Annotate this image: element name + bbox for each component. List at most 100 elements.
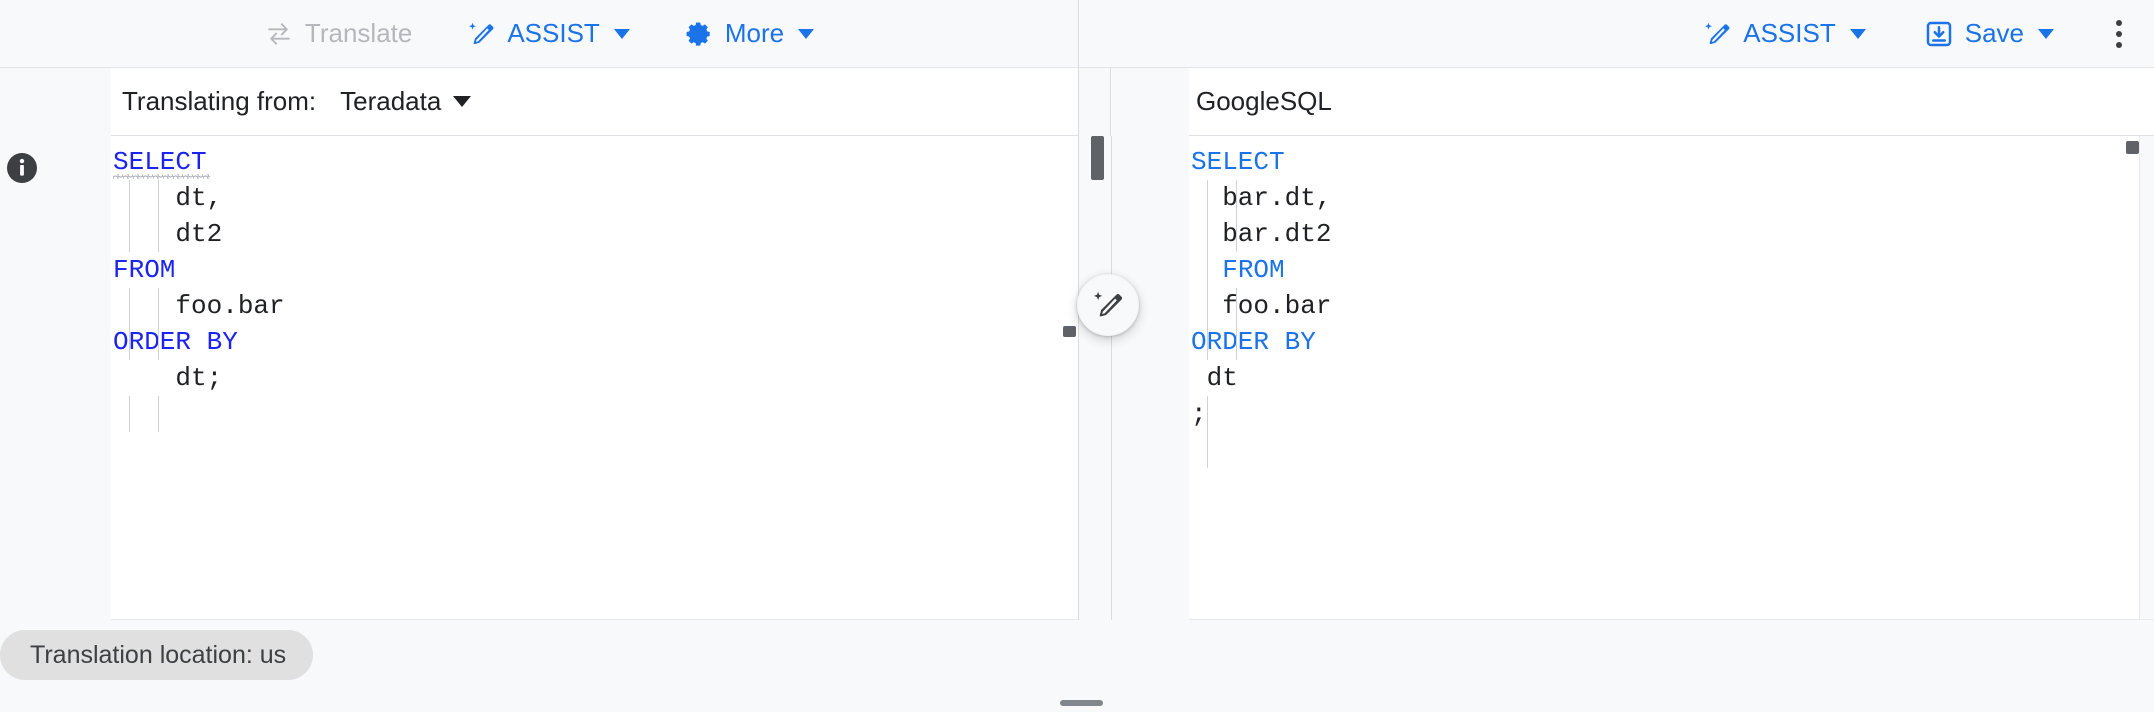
code-line: ; xyxy=(1191,396,1331,432)
assist-button-right[interactable]: ASSIST xyxy=(1692,11,1875,56)
subheader-left-gutter xyxy=(0,68,111,136)
indent-guide xyxy=(129,396,130,432)
indent-guide xyxy=(1236,288,1237,360)
assist-button-left[interactable]: ASSIST xyxy=(456,11,639,56)
code-line: bar.dt, xyxy=(1191,180,1331,216)
code-text: bar.dt, xyxy=(1191,183,1332,213)
indent-guide xyxy=(158,180,159,252)
indent-guide xyxy=(158,396,159,432)
chevron-down-icon xyxy=(2038,28,2054,39)
target-dialect-value: GoogleSQL xyxy=(1196,86,1332,116)
indent-guide xyxy=(1207,252,1208,288)
code-text: bar.dt2 xyxy=(1191,219,1332,249)
magic-wand-icon xyxy=(1093,291,1123,317)
indent-guide xyxy=(158,288,159,360)
code-line: foo.bar xyxy=(1191,288,1331,324)
indent-guide xyxy=(1207,180,1208,252)
code-line: ORDER BY xyxy=(1191,324,1331,360)
more-button[interactable]: More xyxy=(674,11,824,56)
sql-keyword: ORDER BY xyxy=(113,327,238,357)
chevron-down-icon xyxy=(453,96,472,107)
code-line: dt2 xyxy=(113,216,285,252)
save-button-label: Save xyxy=(1964,18,2024,48)
source-scrollbar-thumb[interactable] xyxy=(1063,326,1076,337)
code-line: bar.dt2 xyxy=(1191,216,1331,252)
bottom-status-bar: Translation location: us xyxy=(0,620,2154,712)
indent-guide xyxy=(1207,288,1208,360)
source-pane-bottom-rule xyxy=(111,619,1078,620)
code-text: dt2 xyxy=(113,219,223,249)
more-vert-icon[interactable] xyxy=(2102,14,2136,54)
code-text: foo.bar xyxy=(1191,291,1332,321)
gear-icon xyxy=(684,19,714,49)
toolbar-left-group: Translate ASSIST xyxy=(0,0,1078,67)
sql-keyword: FROM xyxy=(1222,255,1285,285)
target-pane-bottom-rule xyxy=(1189,619,2154,620)
code-line: SELECT xyxy=(1191,144,1331,180)
magic-wand-icon xyxy=(1702,19,1732,49)
source-dialect-value: Teradata xyxy=(340,86,442,116)
sql-keyword: FROM xyxy=(113,255,176,285)
source-dialect-dropdown[interactable]: Teradata xyxy=(334,82,477,121)
translate-button[interactable]: Translate xyxy=(254,11,422,56)
chevron-down-icon xyxy=(1849,28,1866,39)
assist-button-left-label: ASSIST xyxy=(507,18,600,48)
translate-button-label: Translate xyxy=(304,18,413,48)
code-line: dt xyxy=(1191,360,1331,396)
indent-guide xyxy=(129,180,130,252)
sql-keyword: SELECT xyxy=(113,147,207,177)
editor-splitter[interactable] xyxy=(1078,136,1112,620)
code-line xyxy=(1191,432,1331,468)
translation-location-label: Translation location: us xyxy=(30,640,287,669)
source-dialect-bar: Translating from: Teradata xyxy=(111,68,1078,136)
splitter-drag-handle[interactable] xyxy=(1091,136,1104,180)
code-text: ; xyxy=(1191,399,1207,429)
chevron-down-icon xyxy=(613,28,630,39)
code-line: dt; xyxy=(113,360,285,396)
translation-location-chip[interactable]: Translation location: us xyxy=(0,630,314,680)
target-scrollbar-thumb[interactable] xyxy=(2126,141,2139,154)
indent-guide xyxy=(1236,180,1237,252)
code-text: dt xyxy=(1191,363,1238,393)
toolbar-right-actions: ASSIST Save xyxy=(1692,0,2136,67)
inline-assist-fab[interactable] xyxy=(1077,274,1139,336)
panel-resize-handle[interactable] xyxy=(1060,700,1103,706)
code-text: dt; xyxy=(113,363,223,393)
more-button-label: More xyxy=(724,18,785,48)
source-vertical-scrollbar[interactable] xyxy=(1063,136,1076,620)
code-line: SELECT xyxy=(113,144,285,180)
error-squiggle xyxy=(113,174,210,179)
code-text: foo.bar xyxy=(113,291,285,321)
indent-guide xyxy=(129,288,130,360)
code-line: FROM xyxy=(113,252,285,288)
info-circle-icon[interactable] xyxy=(4,150,40,186)
code-line: dt, xyxy=(113,180,285,216)
chevron-down-icon xyxy=(798,28,815,39)
code-text: dt, xyxy=(113,183,223,213)
top-toolbar: Translate ASSIST xyxy=(0,0,2154,68)
code-line: FROM xyxy=(1191,252,1331,288)
save-button[interactable]: Save xyxy=(1914,11,2064,56)
toolbar-right-group: Run ASSIST xyxy=(1079,0,2154,67)
indent-guide xyxy=(1207,396,1208,468)
translating-from-label: Translating from: xyxy=(122,86,317,116)
dialect-header: Translating from: Teradata GoogleSQL xyxy=(0,68,2154,185)
sql-keyword: ORDER BY xyxy=(1191,327,1316,357)
assist-button-right-label: ASSIST xyxy=(1743,18,1836,48)
sql-keyword: SELECT xyxy=(1191,147,1285,177)
editor-right-edge xyxy=(2139,136,2140,620)
subheader-splitter-gap xyxy=(1078,68,1111,136)
code-line xyxy=(113,396,285,432)
toolbar-divider xyxy=(1078,0,1079,67)
translate-arrows-icon xyxy=(264,19,294,49)
code-line: ORDER BY xyxy=(113,324,285,360)
magic-wand-icon xyxy=(466,19,496,49)
code-line: foo.bar xyxy=(113,288,285,324)
target-editor[interactable]: 123456789 SELECT bar.dt, bar.dt2 FROM fo… xyxy=(1189,136,2139,620)
target-vertical-scrollbar[interactable] xyxy=(2126,136,2139,620)
